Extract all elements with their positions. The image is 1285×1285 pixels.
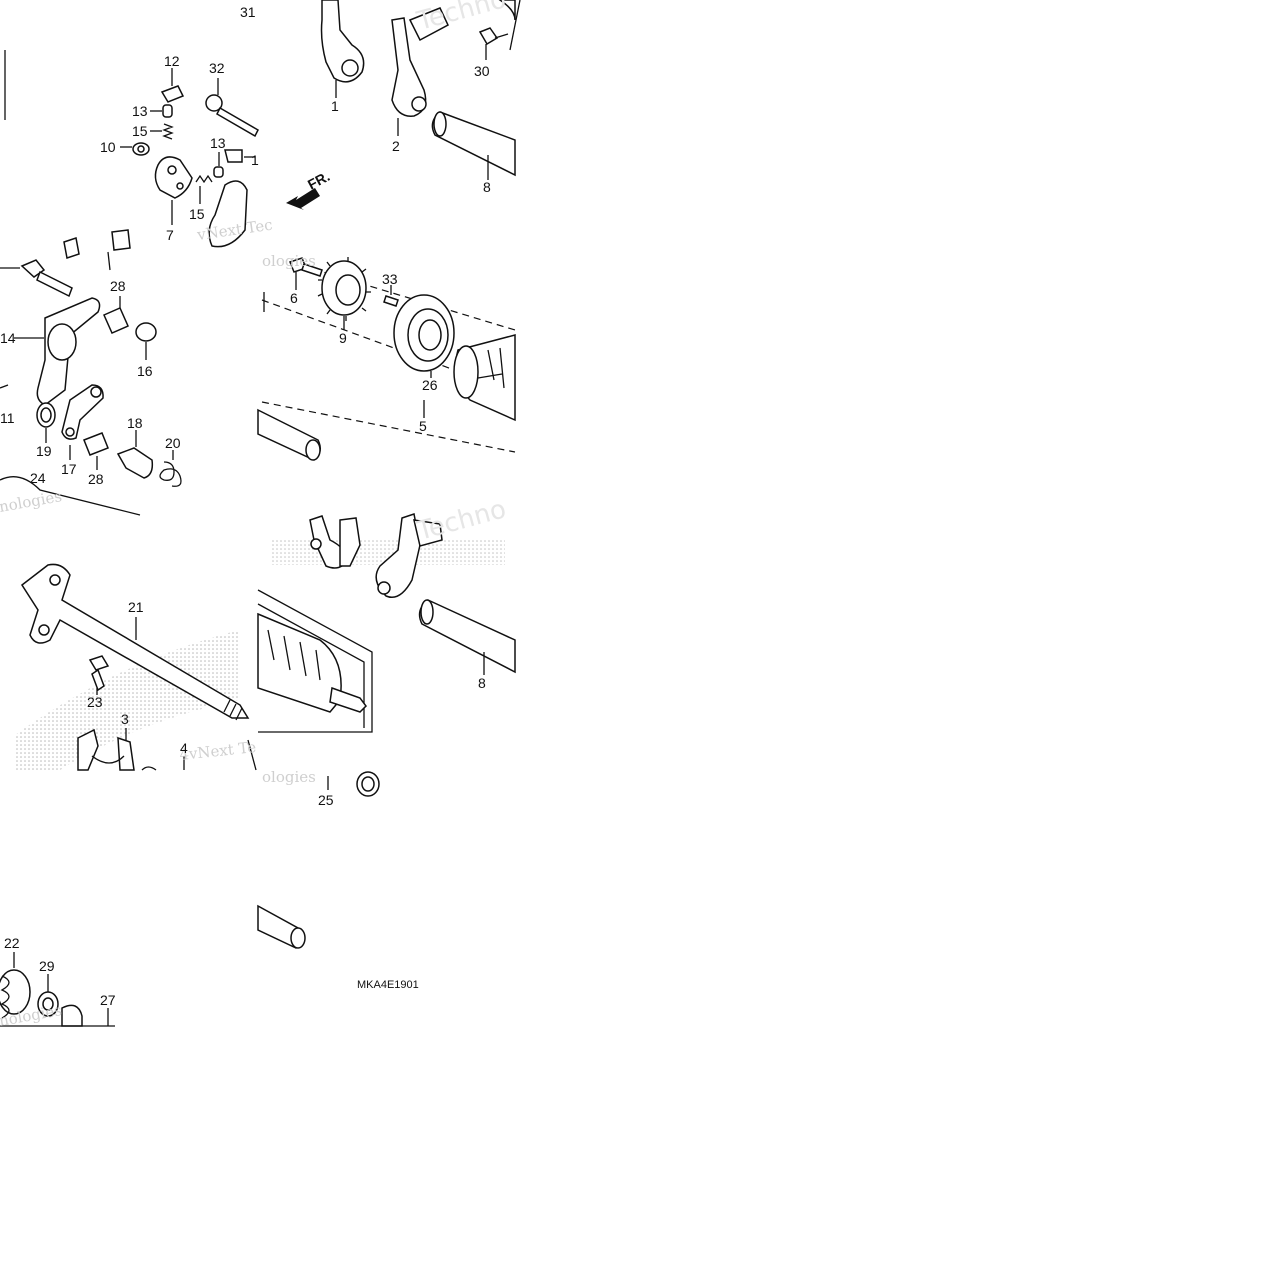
part-label-15: 15 [132,123,148,139]
part-label-4: 4 [180,740,188,756]
part-label-7: 7 [166,227,174,243]
part-label-27: 27 [100,992,116,1008]
diagram-code: MKA4E1901 [357,979,419,991]
part-label-16: 16 [137,363,153,379]
part-label-13: 13 [132,103,148,119]
part-label-25: 25 [318,792,334,808]
part-label-23: 23 [87,694,103,710]
part-label-15: 15 [189,206,205,222]
part-label-20: 20 [165,435,181,451]
shift-forks-upper [286,0,521,210]
part-label-24: 24 [30,470,46,486]
watermark-text: Techno [413,494,509,547]
part-label-28: 28 [88,471,104,487]
part-label-30: 30 [474,63,490,79]
part-label-29: 29 [39,958,55,974]
watermark-text: ologies [262,252,316,270]
front-direction-label: FR. [305,168,332,193]
callout-labels: 31 12 32 13 15 10 13 1 15 7 1 2 30 8 FR.… [0,4,491,1008]
gearshift-return-spring [0,952,115,1027]
part-label-28: 28 [110,278,126,294]
part-label-22: 22 [4,935,20,951]
part-label-10: 10 [100,139,116,155]
part-label-18: 18 [127,415,143,431]
part-label-31: 31 [240,4,256,20]
part-label-12: 12 [164,53,180,69]
part-label-13: 13 [210,135,226,151]
part-label-33: 33 [382,271,398,287]
watermark-text: nologies [0,487,63,516]
watermark-text: Techno [413,0,509,37]
part-label-1: 1 [331,98,339,114]
part-label-5: 5 [419,418,427,434]
watermark-text: ologies [262,768,316,786]
watermark-text: 4vNext Te [179,738,258,764]
part-label-11: 11 [0,410,15,426]
part-label-1: 1 [251,152,259,168]
shift-drum-center-assembly [0,259,182,516]
stopper-arm-assembly [4,50,259,271]
part-label-14: 14 [0,330,16,346]
part-label-8: 8 [478,675,486,691]
part-label-17: 17 [61,461,77,477]
part-label-26: 26 [422,377,438,393]
shift-forks-lower [257,513,516,949]
part-label-32: 32 [209,60,225,76]
part-label-6: 6 [290,290,298,306]
part-label-19: 19 [36,443,52,459]
part-label-3: 3 [121,711,129,727]
shift-drum-assembly [257,257,516,461]
part-label-2: 2 [392,138,400,154]
gearshift-spindle-assembly [20,563,257,771]
part-label-9: 9 [339,330,347,346]
part-label-21: 21 [128,599,144,615]
part-label-8: 8 [483,179,491,195]
